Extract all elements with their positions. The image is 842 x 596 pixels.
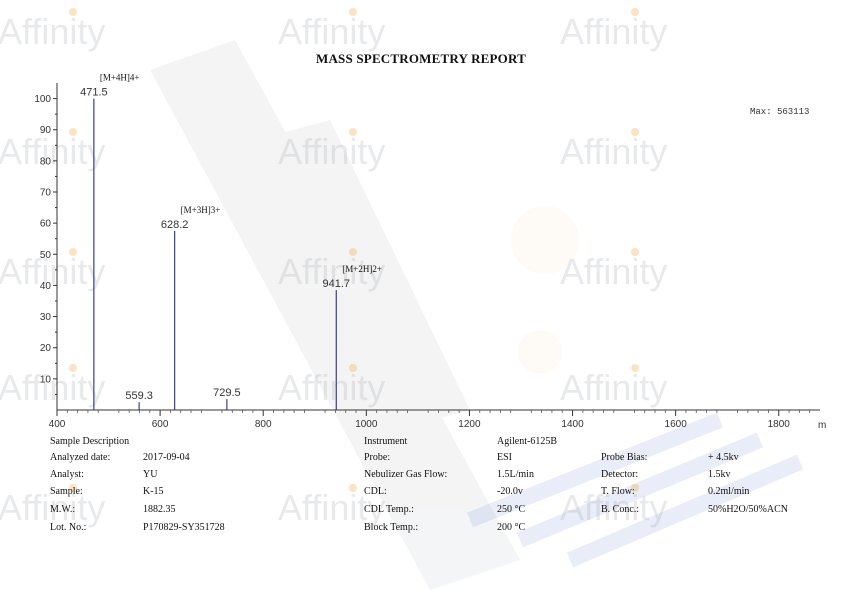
probe-value: ESI <box>497 452 512 463</box>
detector-label: Detector: <box>601 469 639 480</box>
lot-label: Lot. No.: <box>50 522 87 533</box>
y-tick-label: 70 <box>40 188 52 199</box>
spectrum-peaks: 471.5 [M+4H]4+ 628.2 [M+3H]3+ 941.7 [M+2H]2+ 5… <box>80 73 382 410</box>
peak-mz-label: 628.2 <box>161 219 189 231</box>
x-tick-label: 1400 <box>561 419 584 430</box>
probe-bias-value: + 4.5kv <box>708 452 739 463</box>
b-conc-label: B. Conc.: <box>601 504 640 515</box>
report-title: MASS SPECTROMETRY REPORT <box>316 51 526 66</box>
cdl-value: -20.0v <box>497 486 523 497</box>
nebulizer-gas-flow-label: Nebulizer Gas Flow: <box>364 469 448 480</box>
y-axis-ticks: 10 20 30 40 50 60 70 80 90 100 <box>34 94 57 395</box>
analyzed-date-label: Analyzed date: <box>50 452 111 463</box>
x-tick-label: 1600 <box>665 419 688 430</box>
block-temp-label: Block Temp.: <box>364 522 419 533</box>
sample-description-title: Sample Description <box>50 436 130 447</box>
y-tick-label: 90 <box>40 125 52 136</box>
sample-label: Sample: <box>50 486 83 497</box>
x-tick-label: 1200 <box>458 419 481 430</box>
x-tick-label: 400 <box>49 419 66 430</box>
mw-value: 1882.35 <box>143 504 176 515</box>
x-axis-ticks: 400 600 800 1000 1200 1400 1600 1800 <box>49 410 811 430</box>
peak-mz-label: 471.5 <box>80 87 108 99</box>
nebulizer-gas-flow-value: 1.5L/min <box>497 469 534 480</box>
y-tick-label: 20 <box>40 343 52 354</box>
y-tick-label: 40 <box>40 281 52 292</box>
y-tick-label: 80 <box>40 156 52 167</box>
x-tick-label: 800 <box>255 419 272 430</box>
sample-value: K-15 <box>143 486 164 497</box>
peak-mz-label: 941.7 <box>323 278 351 290</box>
probe-bias-label: Probe Bias: <box>601 452 648 463</box>
x-tick-label: 1000 <box>355 419 378 430</box>
peak-ion-label: [M+4H]4+ <box>100 73 140 83</box>
max-intensity-label: Max: 563113 <box>750 107 809 117</box>
cdl-temp-label: CDL Temp.: <box>364 504 414 515</box>
x-tick-label: 1800 <box>768 419 791 430</box>
mw-label: M.W.: <box>50 504 76 515</box>
cdl-temp-value: 250 °C <box>497 504 526 515</box>
t-flow-value: 0.2ml/min <box>708 486 750 497</box>
cdl-label: CDL: <box>364 486 387 497</box>
b-conc-value: 50%H2O/50%ACN <box>708 504 788 515</box>
peak-ion-label: [M+3H]3+ <box>181 205 221 215</box>
y-tick-label: 30 <box>40 312 52 323</box>
chart-axes <box>56 83 820 411</box>
y-tick-label: 60 <box>40 219 52 230</box>
peak-ion-label: [M+2H]2+ <box>342 264 382 274</box>
x-tick-label: 600 <box>152 419 169 430</box>
x-axis-end-label: m <box>818 420 826 431</box>
analyzed-date-value: 2017-09-04 <box>143 452 190 463</box>
block-temp-value: 200 °C <box>497 522 526 533</box>
analyst-value: YU <box>143 469 158 480</box>
detector-value: 1.5kv <box>708 469 731 480</box>
y-tick-label: 10 <box>40 374 52 385</box>
peak-mz-label: 729.5 <box>213 387 241 399</box>
analyst-label: Analyst: <box>50 469 84 480</box>
t-flow-label: T. Flow: <box>601 486 635 497</box>
y-tick-label: 50 <box>40 250 52 261</box>
lot-value: P170829-SY351728 <box>143 522 225 533</box>
instrument-value: Agilent-6125B <box>497 436 557 447</box>
peak-mz-label: 559.3 <box>125 390 153 402</box>
y-tick-label: 100 <box>34 94 51 105</box>
probe-label: Probe: <box>364 452 391 463</box>
instrument-label: Instrument <box>364 436 408 447</box>
